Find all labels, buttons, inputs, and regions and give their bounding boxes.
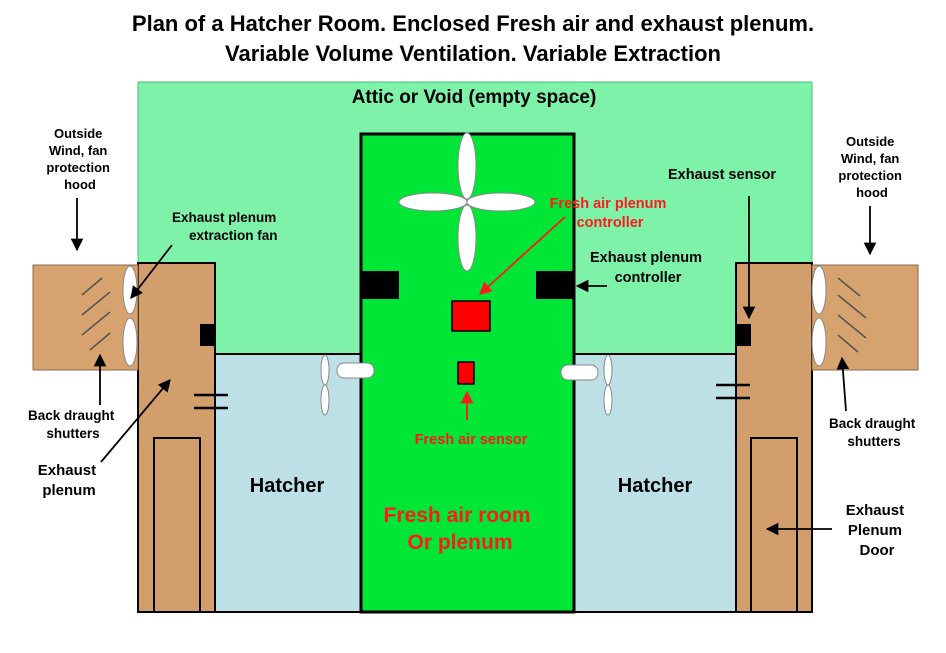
hatcher-right-label: Hatcher <box>618 475 693 497</box>
hatcher-left-label: Hatcher <box>250 475 325 497</box>
back-shutters-right-label: Back draught shutters <box>829 416 919 449</box>
fresh-air-sensor-label: Fresh air sensor <box>415 432 528 448</box>
title-line-2: Variable Volume Ventilation. Variable Ex… <box>225 41 721 66</box>
wall-vent-left <box>194 393 228 410</box>
hatcher-inlet-damper-left <box>336 362 375 379</box>
attic-label: Attic or Void (empty space) <box>352 87 597 108</box>
arrow-exhaust-fan <box>130 244 173 299</box>
arrow-fresh-controller <box>479 216 566 295</box>
back-draught-shutters-right <box>837 277 867 353</box>
back-draught-shutters-left <box>81 277 111 351</box>
outside-hood-left-label: Outside Wind, fan protection hood <box>46 126 113 192</box>
exhaust-plenum-controller-right <box>536 271 574 299</box>
hatcher-inlet-fan-left <box>320 354 330 416</box>
exhaust-sensor-label: Exhaust sensor <box>668 167 776 183</box>
hatcher-room-right <box>573 353 737 613</box>
arrow-exhaust-plenum <box>100 379 171 463</box>
fresh-air-fan <box>398 132 536 272</box>
exhaust-controller-label: Exhaust plenum controller <box>590 250 706 286</box>
plenum-door-label: Exhaust Plenum Door <box>846 502 909 559</box>
arrow-shutters-right <box>836 356 850 412</box>
title-line-1: Plan of a Hatcher Room. Enclosed Fresh a… <box>131 11 815 36</box>
fresh-air-room-label: Fresh air room Or plenum <box>384 504 537 554</box>
hatcher-inlet-fan-right <box>603 354 613 416</box>
wall-vent-right <box>716 383 750 400</box>
fresh-air-plenum-controller <box>451 300 491 332</box>
exhaust-plenum-controller-left <box>361 271 399 299</box>
fresh-air-controller-label: Fresh air plenum controller <box>550 196 671 231</box>
plenum-door-right <box>750 437 798 613</box>
fresh-air-sensor <box>457 361 475 385</box>
exhaust-extraction-fan-right <box>811 265 827 367</box>
exhaust-fan-label: Exhaust plenum extraction fan <box>172 210 280 243</box>
outside-hood-right-label: Outside Wind, fan protection hood <box>838 134 905 200</box>
hatcher-inlet-damper-right <box>560 364 599 381</box>
exhaust-sensor-right <box>737 324 751 346</box>
exhaust-plenum-label: Exhaust plenum <box>38 462 101 499</box>
back-shutters-left-label: Back draught shutters <box>28 408 118 441</box>
outside-hood-left <box>32 264 139 371</box>
exhaust-sensor-left <box>200 324 214 346</box>
plenum-door-left <box>153 437 201 613</box>
